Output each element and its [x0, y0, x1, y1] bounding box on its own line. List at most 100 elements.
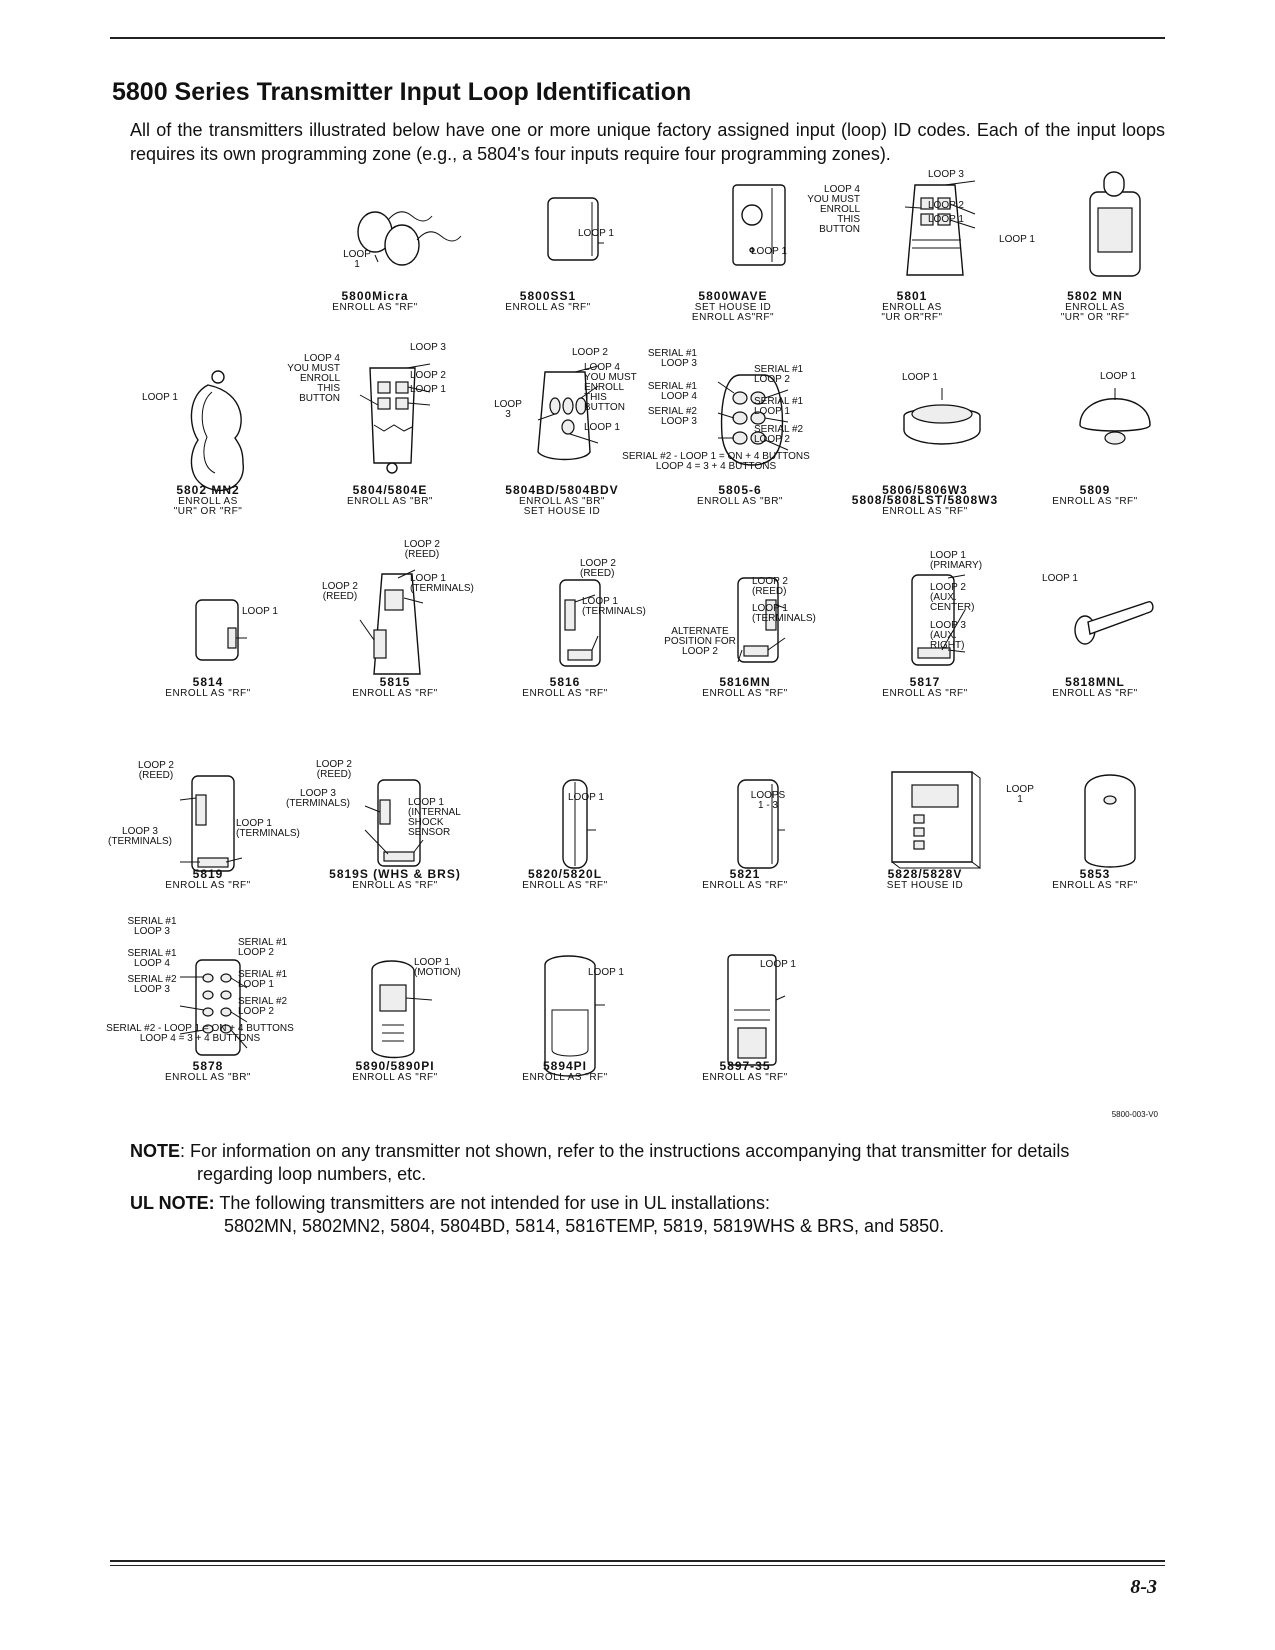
loop-callout: ENROLL: [300, 373, 340, 384]
loop-callout: BUTTON: [584, 402, 625, 413]
loop-callout: SERIAL #1: [648, 348, 698, 359]
ul-note-text-1: The following transmitters are not inten…: [214, 1193, 770, 1213]
loop-callout: LOOP 1: [568, 792, 604, 803]
ul-note-label: UL NOTE:: [130, 1193, 215, 1213]
loop-callout: (PRIMARY): [930, 560, 982, 571]
loop-callout: YOU MUST: [584, 372, 637, 383]
device-5820: [562, 779, 596, 869]
model-name: 5894PI: [543, 1059, 587, 1073]
loop-callout: (REED): [580, 568, 614, 579]
model-enroll-text: ENROLL AS "RF": [522, 880, 607, 891]
device-5878: [179, 959, 248, 1056]
device-5816mn: [737, 577, 786, 663]
loop-callout: LOOP 2: [322, 581, 358, 592]
device-5819: [179, 775, 243, 872]
model-enroll-text: ENROLL AS "RF": [352, 1072, 437, 1083]
loop-callout: LOOP 2: [410, 370, 446, 381]
loop-callout: LOOP 4: [134, 958, 170, 969]
loop-callout: (REED): [323, 591, 357, 602]
loop-callout: LOOP 1: [410, 384, 446, 395]
loop-callout: LOOP 1: [1042, 573, 1078, 584]
device-5802mn: [1089, 171, 1141, 277]
loop-callout: SERIAL #1: [238, 969, 288, 980]
loop-callout: SERIAL #1: [648, 381, 698, 392]
page-title: 5800 Series Transmitter Input Loop Ident…: [112, 78, 692, 106]
loop-callout: LOOP 2: [138, 760, 174, 771]
device-5806: [903, 388, 981, 445]
device-5817: [911, 574, 966, 666]
loop-callout: LOOP 1: [752, 603, 788, 614]
model-enroll-text: ENROLL AS "RF": [332, 302, 417, 313]
model-name: 5800Micra: [341, 289, 408, 303]
model-name: 5814: [193, 675, 224, 689]
loop-callout: SERIAL #1: [127, 948, 177, 959]
bottom-rule-thin: [110, 1565, 1165, 1566]
loop-callout: THIS: [837, 214, 860, 225]
note-label: NOTE: [130, 1141, 181, 1161]
loop-callout: (REED): [405, 549, 439, 560]
model-enroll-text: "UR" OR "RF": [1061, 312, 1130, 323]
model-name: 5890/5890PI: [355, 1059, 434, 1073]
ul-note-text-2: 5802MN, 5802MN2, 5804, 5804BD, 5814, 581…: [224, 1216, 945, 1236]
loop-callout: LOOP 2: [580, 558, 616, 569]
loop-callout: LOOP 1: [242, 606, 278, 617]
device-5814: [195, 599, 247, 661]
loop-callout: (TERMINALS): [108, 836, 172, 847]
loop-callout: LOOP 2: [682, 646, 718, 657]
device-5802mn2: [190, 370, 244, 491]
loop-callout: YOU MUST: [287, 363, 340, 374]
model-enroll-text: ENROLL AS "RF": [702, 688, 787, 699]
notes-section: NOTE: For information on any transmitter…: [130, 1140, 1165, 1244]
device-5805-6: [717, 374, 789, 466]
loop-callout: SERIAL #2: [754, 424, 804, 435]
loop-callout: LOOP 2: [754, 374, 790, 385]
loop-callout: SERIAL #2: [648, 406, 698, 417]
model-name: 5805-6: [718, 483, 761, 497]
device-5828: [891, 771, 981, 869]
model-enroll-text: ENROLL AS "RF": [522, 1072, 607, 1083]
loop-callout: (AUX.: [930, 630, 957, 641]
loop-callout: 3: [505, 409, 511, 420]
loop-callout: ENROLL: [820, 204, 860, 215]
model-name: 5802 MN: [1067, 289, 1123, 303]
model-enroll-text: ENROLL AS "BR": [519, 496, 605, 507]
loop-callout: LOOP 1: [930, 550, 966, 561]
model-enroll-text: ENROLL AS"RF": [692, 312, 774, 323]
device-5894: [544, 955, 605, 1077]
loop-callout: LOOP 4: [661, 391, 697, 402]
model-enroll-text: ENROLL AS "RF": [882, 688, 967, 699]
model-name: 5817: [910, 675, 941, 689]
loop-callout: LOOP 1: [588, 967, 624, 978]
device-5821: [737, 779, 785, 869]
model-enroll-text: ENROLL AS "RF": [505, 302, 590, 313]
loop-callout: LOOP: [343, 249, 371, 260]
loop-callout: (REED): [752, 586, 786, 597]
loop-callout: LOOP 2: [752, 576, 788, 587]
loop-callout: LOOP 1: [582, 596, 618, 607]
loop-callout: LOOP 2: [238, 947, 274, 958]
model-enroll-text: 5808/5808LST/5808W3: [852, 493, 998, 507]
model-enroll-text: ENROLL AS "RF": [165, 880, 250, 891]
loop-callout: SERIAL #1: [754, 364, 804, 375]
loop-callout: RIGHT): [930, 640, 964, 651]
model-name: 5819: [193, 867, 224, 881]
device-5816: [559, 579, 601, 667]
device-5819s: [364, 779, 424, 867]
model-enroll-text: SET HOUSE ID: [524, 506, 600, 517]
model-name: 5878: [193, 1059, 224, 1073]
model-name: 5897-35: [719, 1059, 770, 1073]
loop-callout: LOOP 1: [238, 979, 274, 990]
loop-callout: LOOP 3: [122, 826, 158, 837]
loop-callout: LOOP 2: [930, 582, 966, 593]
loop-callout: LOOP 3: [410, 342, 446, 353]
loop-callout: SENSOR: [408, 827, 450, 838]
loop-callout: (TERMINALS): [286, 798, 350, 809]
loop-callout: 1: [1017, 794, 1023, 805]
loop-callout: LOOP 1: [236, 818, 272, 829]
model-enroll-text: ENROLL AS "RF": [1052, 880, 1137, 891]
loop-callout: POSITION FOR: [664, 636, 736, 647]
page-number: 8-3: [1130, 1576, 1157, 1598]
loop-callout: (INTERNAL: [408, 807, 461, 818]
model-name: 5816: [550, 675, 581, 689]
loop-callout: 1: [354, 259, 360, 270]
